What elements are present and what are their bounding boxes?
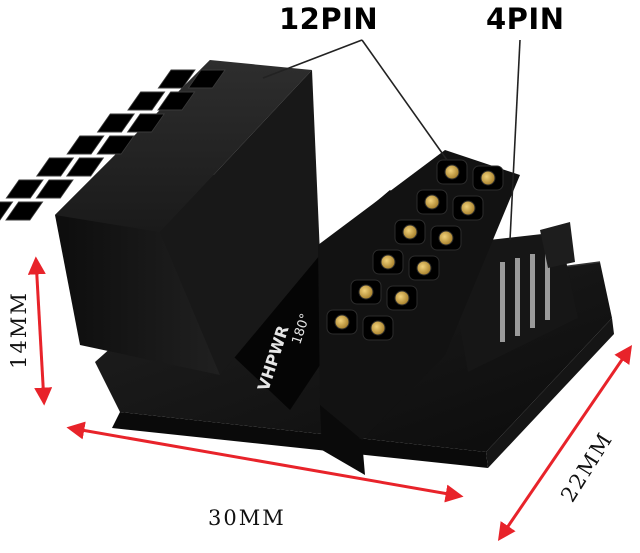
- socket-grid: [0, 69, 226, 221]
- depth-arrow: [497, 345, 633, 541]
- twelve-pin-leader-right: [361, 39, 448, 161]
- height-label: 14MM: [6, 291, 31, 369]
- pin-cells: [326, 159, 504, 341]
- callout-lines: [262, 39, 521, 241]
- twelve-pin-leader-left: [262, 39, 363, 79]
- dimension-arrows: [27, 256, 633, 541]
- male-connector: [318, 150, 520, 475]
- four-pin-label: 4PIN: [486, 2, 565, 36]
- female-housing: [0, 60, 320, 375]
- height-arrow: [27, 256, 53, 406]
- width-label: 30MM: [208, 506, 286, 530]
- four-pin-leader: [509, 39, 521, 241]
- width-arrow: [66, 421, 464, 503]
- twelve-pin-label: 12PIN: [279, 2, 379, 36]
